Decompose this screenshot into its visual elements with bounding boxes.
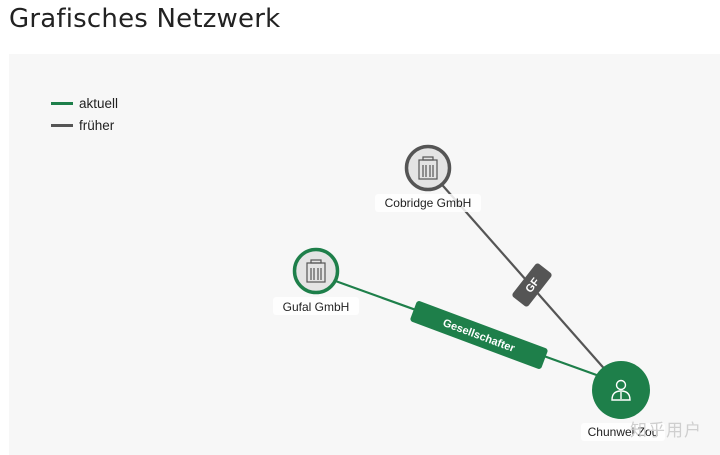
node-chunwei[interactable]: Chunwei Zou (581, 361, 665, 441)
edge-label-gf[interactable]: GF (511, 262, 553, 307)
node-label-gufal: Gufal GmbH (283, 300, 350, 314)
legend-label-current: aktuell (79, 95, 119, 111)
legend-swatch-current (51, 101, 73, 105)
node-cobridge[interactable]: Cobridge GmbH (375, 144, 481, 213)
node-gufal[interactable]: Gufal GmbH (273, 247, 359, 316)
legend-item-current: aktuell (51, 92, 118, 114)
page-title: Grafisches Netzwerk (9, 4, 281, 34)
network-graph: GF Gesellschafter Cobridge GmbH (273, 144, 665, 441)
node-label-cobridge: Cobridge GmbH (385, 196, 472, 210)
legend: aktuell früher (51, 92, 118, 136)
person-icon (611, 379, 631, 401)
edge-label-gesellschafter[interactable]: Gesellschafter (410, 300, 549, 370)
building-icon (306, 259, 326, 283)
legend-label-former: früher (79, 117, 115, 133)
legend-item-former: früher (51, 114, 118, 136)
network-canvas[interactable]: aktuell früher GF Gesellschafter (9, 54, 720, 455)
watermark: 知乎用户 (630, 421, 702, 441)
building-icon (418, 156, 438, 180)
legend-swatch-former (51, 123, 73, 127)
node-label-chunwei: Chunwei Zou (588, 425, 659, 439)
